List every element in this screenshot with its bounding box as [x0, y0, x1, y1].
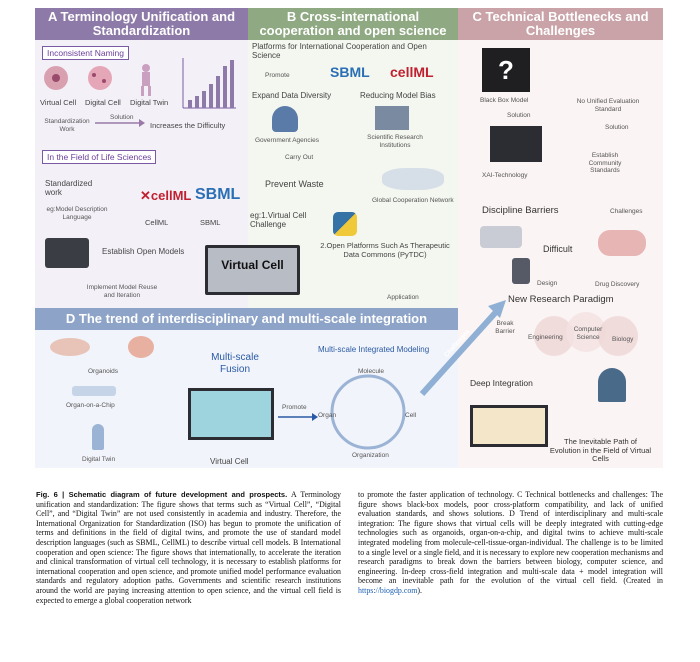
cellml-label: CellML: [145, 218, 169, 227]
msi-modeling-label: Multi-scale Integrated Modeling: [318, 345, 430, 354]
cellml-logo-a: ✕cellML: [140, 188, 192, 203]
increases-difficulty-label: Increases the Difficulty: [150, 121, 226, 130]
python-logo: [333, 212, 357, 236]
new-paradigm-label: New Research Paradigm: [508, 294, 614, 305]
sbml-logo-b: SBML: [330, 64, 370, 80]
establish-open-models-label: Establish Open Models: [102, 247, 185, 256]
term-digital-cell: Digital Cell: [85, 98, 121, 107]
sbml-label: SBML: [200, 218, 221, 227]
microscope-icon: [512, 258, 530, 284]
computer-science-label: Computer Science: [573, 326, 603, 341]
brain-icon: [128, 336, 154, 358]
platforms-label: Platforms for International Cooperation …: [252, 42, 427, 60]
multiscale-cycle: [330, 374, 406, 450]
no-unified-label: No Unified Evaluation Standard: [576, 98, 640, 113]
caption-text-2: to promote the faster application of tec…: [358, 490, 664, 586]
open-platforms-label: 2.Open Platforms Such As Therapeutic Dat…: [320, 241, 450, 259]
global-network-icon: [382, 168, 444, 190]
panel-a-header: A Terminology Unification and Standardiz…: [35, 8, 248, 40]
multi-scale-fusion-label: Multi-scale Fusion: [211, 352, 259, 375]
sci-institutions-label: Scientific Research Institutions: [367, 134, 423, 149]
design-label: Design: [537, 280, 558, 287]
gov-agencies-label: Government Agencies: [255, 137, 319, 144]
digital-twin-label: Digital Twin: [82, 456, 116, 463]
sbml-logo-a: SBML: [195, 186, 241, 203]
establish-standards-label: Establish Community Standards: [588, 152, 622, 174]
government-icon: [272, 106, 298, 132]
biogdp-link[interactable]: https://biogdp.com: [358, 585, 418, 595]
organ-on-chip-label: Organ-on-a-Chip: [66, 402, 115, 409]
model-desc-language-label: eg:Model Description Language: [46, 206, 108, 221]
organoids-label: Organoids: [88, 368, 118, 375]
challenges-label-c: Challenges: [610, 208, 643, 215]
organoids-icon: [50, 338, 90, 356]
challenges-arrow: [419, 300, 506, 397]
eg-challenge-label: eg:1.Virtual Cell Challenge: [250, 211, 307, 229]
virtual-cell-monitor: Virtual Cell: [205, 245, 300, 295]
global-network-label: Global Cooperation Network: [372, 197, 454, 204]
virtual-cell-label-d: Virtual Cell: [210, 457, 249, 466]
caption-col-2: to promote the faster application of tec…: [358, 490, 663, 596]
implement-model-label: Implement Model Reuse and Iteration: [86, 284, 158, 299]
solution-label-a: Solution: [110, 114, 134, 121]
organ-label: Organ: [318, 412, 337, 419]
term-digital-twin: Digital Twin: [130, 98, 169, 107]
caption-label: Fig. 6 | Schematic diagram of future dev…: [36, 490, 288, 499]
standardized-work-label: Standardized work: [45, 179, 93, 197]
inevitable-path-label: The Inevitable Path of Evolution in the …: [549, 437, 652, 463]
increasing-difficulty-chart: [182, 58, 236, 109]
virtual-cell-screen-label: Virtual Cell: [221, 258, 284, 272]
caption-end: ).: [417, 585, 423, 595]
panel-b-header: B Cross-international cooperation and op…: [248, 8, 458, 40]
solution-label-c2: Solution: [605, 124, 629, 131]
promote-arrow: [278, 413, 318, 421]
panel-c-header: C Technical Bottlenecks and Challenges: [458, 8, 663, 40]
organ-chip-icon: [72, 386, 116, 396]
cell-icons: [44, 64, 151, 96]
deep-integration-label: Deep Integration: [470, 378, 533, 388]
arrow-to-difficulty: [95, 119, 145, 127]
standardization-work-label: Standardization Work: [44, 118, 90, 133]
inconsistent-naming-tag: Inconsistent Naming: [42, 46, 130, 60]
reducing-bias-label: Reducing Model Bias: [360, 91, 436, 100]
discipline-barriers-label: Discipline Barriers: [482, 205, 559, 216]
difficult-label: Difficult: [543, 244, 573, 254]
prevent-waste-label: Prevent Waste: [265, 179, 324, 189]
life-sciences-tag: In the Field of Life Sciences: [42, 150, 157, 164]
black-box-label: Black Box Model: [480, 97, 529, 104]
expand-diversity-label: Expand Data Diversity: [252, 91, 332, 100]
application-label: Application: [387, 294, 419, 301]
promote-label-b: Promote: [265, 72, 290, 79]
pills-icon: [598, 230, 646, 256]
xai-label: XAI-Technology: [482, 172, 528, 179]
lab-equipment-icon: [480, 226, 522, 248]
biology-label: Biology: [612, 336, 634, 343]
solution-label-c1: Solution: [507, 112, 531, 119]
carry-out-label: Carry Out: [285, 154, 314, 161]
term-virtual-cell: Virtual Cell: [40, 98, 77, 107]
drug-discovery-label: Drug Discovery: [595, 281, 640, 288]
cellml-logo-b: cellML: [390, 64, 434, 80]
digital-twin-icon: [92, 424, 104, 450]
observatory-icon: [598, 368, 626, 402]
organization-label: Organization: [352, 452, 389, 459]
molecule-label: Molecule: [358, 368, 385, 375]
virtual-cell-monitor-d: [188, 388, 274, 440]
research-institution-icon: [375, 106, 409, 130]
panel-d-header: D The trend of interdisciplinary and mul…: [35, 308, 458, 330]
server-icon: [45, 238, 89, 268]
caption-text-1: A Terminology unification and standardiz…: [36, 490, 341, 605]
cell-label: Cell: [405, 412, 417, 419]
break-barrier-label: Break Barrier: [495, 320, 515, 335]
paradigm-circles: [534, 312, 638, 356]
promote-label-d: Promote: [282, 404, 307, 411]
black-box-icon: ?: [482, 48, 530, 92]
engineering-label: Engineering: [528, 334, 563, 341]
xai-monitor-icon: [490, 126, 542, 162]
caption-col-1: Fig. 6 | Schematic diagram of future dev…: [36, 490, 341, 605]
evolution-monitor: [470, 405, 548, 447]
